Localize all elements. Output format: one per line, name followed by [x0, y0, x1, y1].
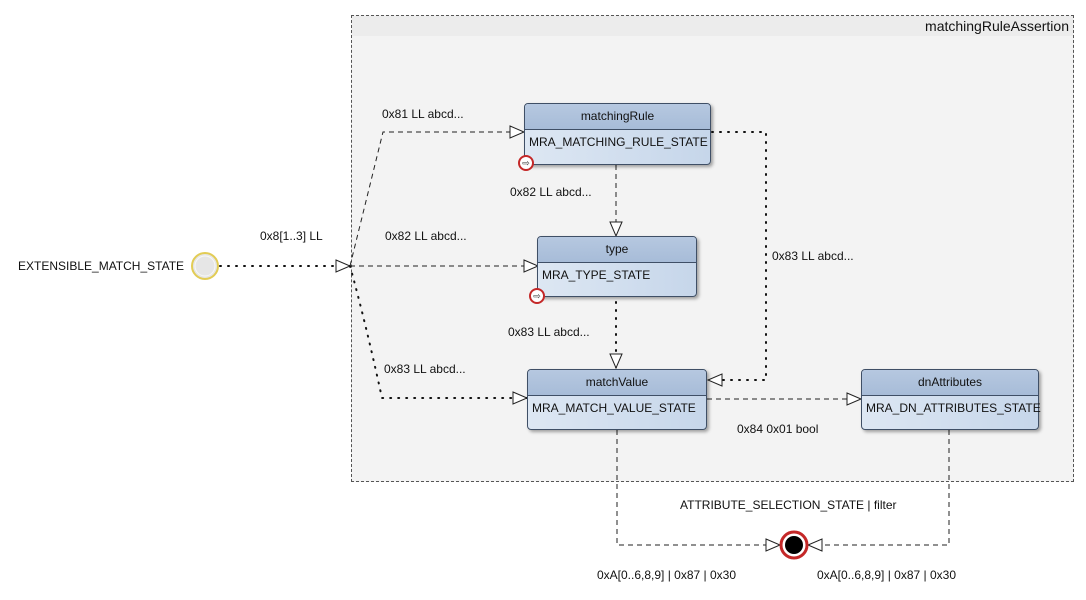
region-title-bar [352, 16, 1073, 36]
transition-rule-to-value [707, 131, 767, 380]
transition-label-type-to-value: 0x83 LL abcd... [508, 325, 590, 339]
submachine-icon: ⇨ [518, 155, 534, 171]
state-name: matchingRule [525, 104, 710, 130]
transition-label-to-type: 0x82 LL abcd... [385, 229, 467, 243]
transition-to-matching-rule [349, 132, 524, 267]
state-match-value[interactable]: matchValue MRA_MATCH_VALUE_STATE [527, 369, 707, 430]
transition-dn-to-final [808, 430, 950, 545]
initial-state-label: EXTENSIBLE_MATCH_STATE [18, 259, 185, 273]
transition-label-to-match-value: 0x83 LL abcd... [384, 362, 466, 376]
transition-label-dn-to-final: 0xA[0..6,8,9] | 0x87 | 0x30 [817, 568, 956, 582]
state-body: MRA_MATCHING_RULE_STATE [529, 135, 708, 149]
state-body: MRA_MATCH_VALUE_STATE [532, 401, 696, 415]
transition-label-rule-to-type: 0x82 LL abcd... [510, 185, 592, 199]
transition-label-to-matching-rule: 0x81 LL abcd... [382, 107, 464, 121]
state-matching-rule[interactable]: matchingRule MRA_MATCHING_RULE_STATE [524, 103, 711, 165]
transition-label-rule-to-value: 0x83 LL abcd... [772, 249, 854, 263]
state-type[interactable]: type MRA_TYPE_STATE [537, 236, 697, 297]
state-name: dnAttributes [862, 370, 1038, 396]
state-name: type [538, 237, 696, 263]
transition-to-match-value [349, 265, 528, 398]
state-dn-attributes[interactable]: dnAttributes MRA_DN_ATTRIBUTES_STATE [861, 369, 1041, 430]
transition-label-value-to-final: 0xA[0..6,8,9] | 0x87 | 0x30 [597, 568, 736, 582]
transition-label-value-to-dn: 0x84 0x01 bool [737, 422, 819, 436]
initial-state [191, 252, 219, 280]
state-body: MRA_TYPE_STATE [542, 268, 651, 282]
transition-value-to-final [616, 430, 780, 545]
region-matching-rule-assertion: matchingRuleAssertion [351, 15, 1074, 482]
state-body: MRA_DN_ATTRIBUTES_STATE [866, 401, 1041, 415]
submachine-icon: ⇨ [529, 288, 545, 304]
state-name: matchValue [528, 370, 706, 396]
final-state-label: ATTRIBUTE_SELECTION_STATE | filter [680, 498, 897, 512]
region-title: matchingRuleAssertion [925, 18, 1069, 34]
transition-label-entry: 0x8[1..3] LL [260, 229, 323, 243]
